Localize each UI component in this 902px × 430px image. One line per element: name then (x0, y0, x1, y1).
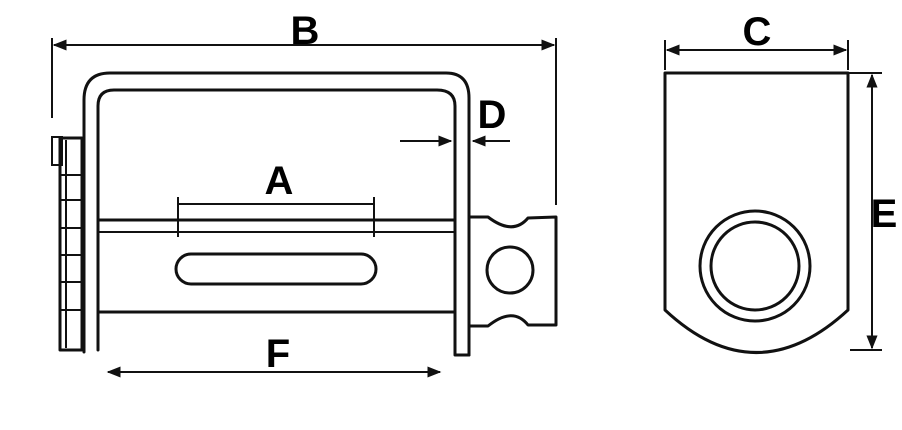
label-f: F (266, 332, 290, 376)
side-hub-bore (485, 245, 535, 295)
label-a: A (265, 159, 294, 203)
side-view (51, 71, 558, 357)
label-b: B (291, 9, 320, 53)
front-bore-inner (709, 220, 801, 312)
front-view (663, 71, 850, 354)
u-frame-outer (82, 71, 471, 357)
front-plate (663, 71, 850, 354)
roller-body (96, 218, 457, 314)
u-frame-inner (96, 88, 471, 357)
dimension-e (848, 72, 882, 351)
label-e: E (871, 192, 898, 236)
side-plate-stack (51, 136, 84, 352)
roller-slot (174, 252, 378, 286)
dimension-b (51, 38, 557, 205)
label-c: C (743, 10, 772, 54)
side-hub (467, 215, 558, 328)
label-d: D (478, 93, 507, 137)
dimension-c (664, 40, 849, 70)
front-bore-outer (698, 209, 812, 323)
dimension-a (177, 197, 375, 237)
